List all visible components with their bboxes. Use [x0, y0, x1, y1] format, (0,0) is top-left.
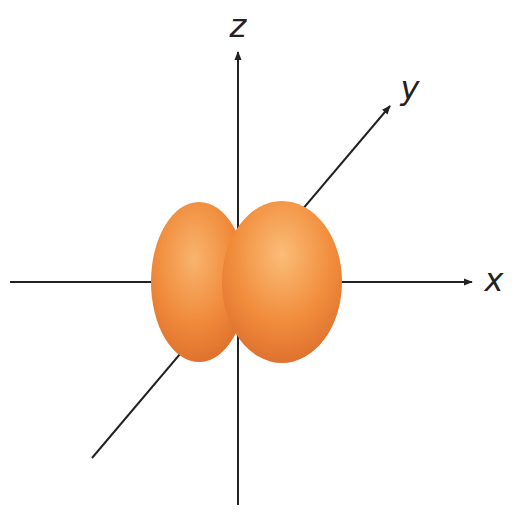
axes	[10, 52, 472, 505]
axis-label: x	[485, 264, 504, 296]
axis-label: z	[230, 10, 247, 42]
orbital-lobe	[222, 201, 342, 363]
y-axis	[92, 106, 390, 458]
axis-label: y	[401, 72, 420, 104]
